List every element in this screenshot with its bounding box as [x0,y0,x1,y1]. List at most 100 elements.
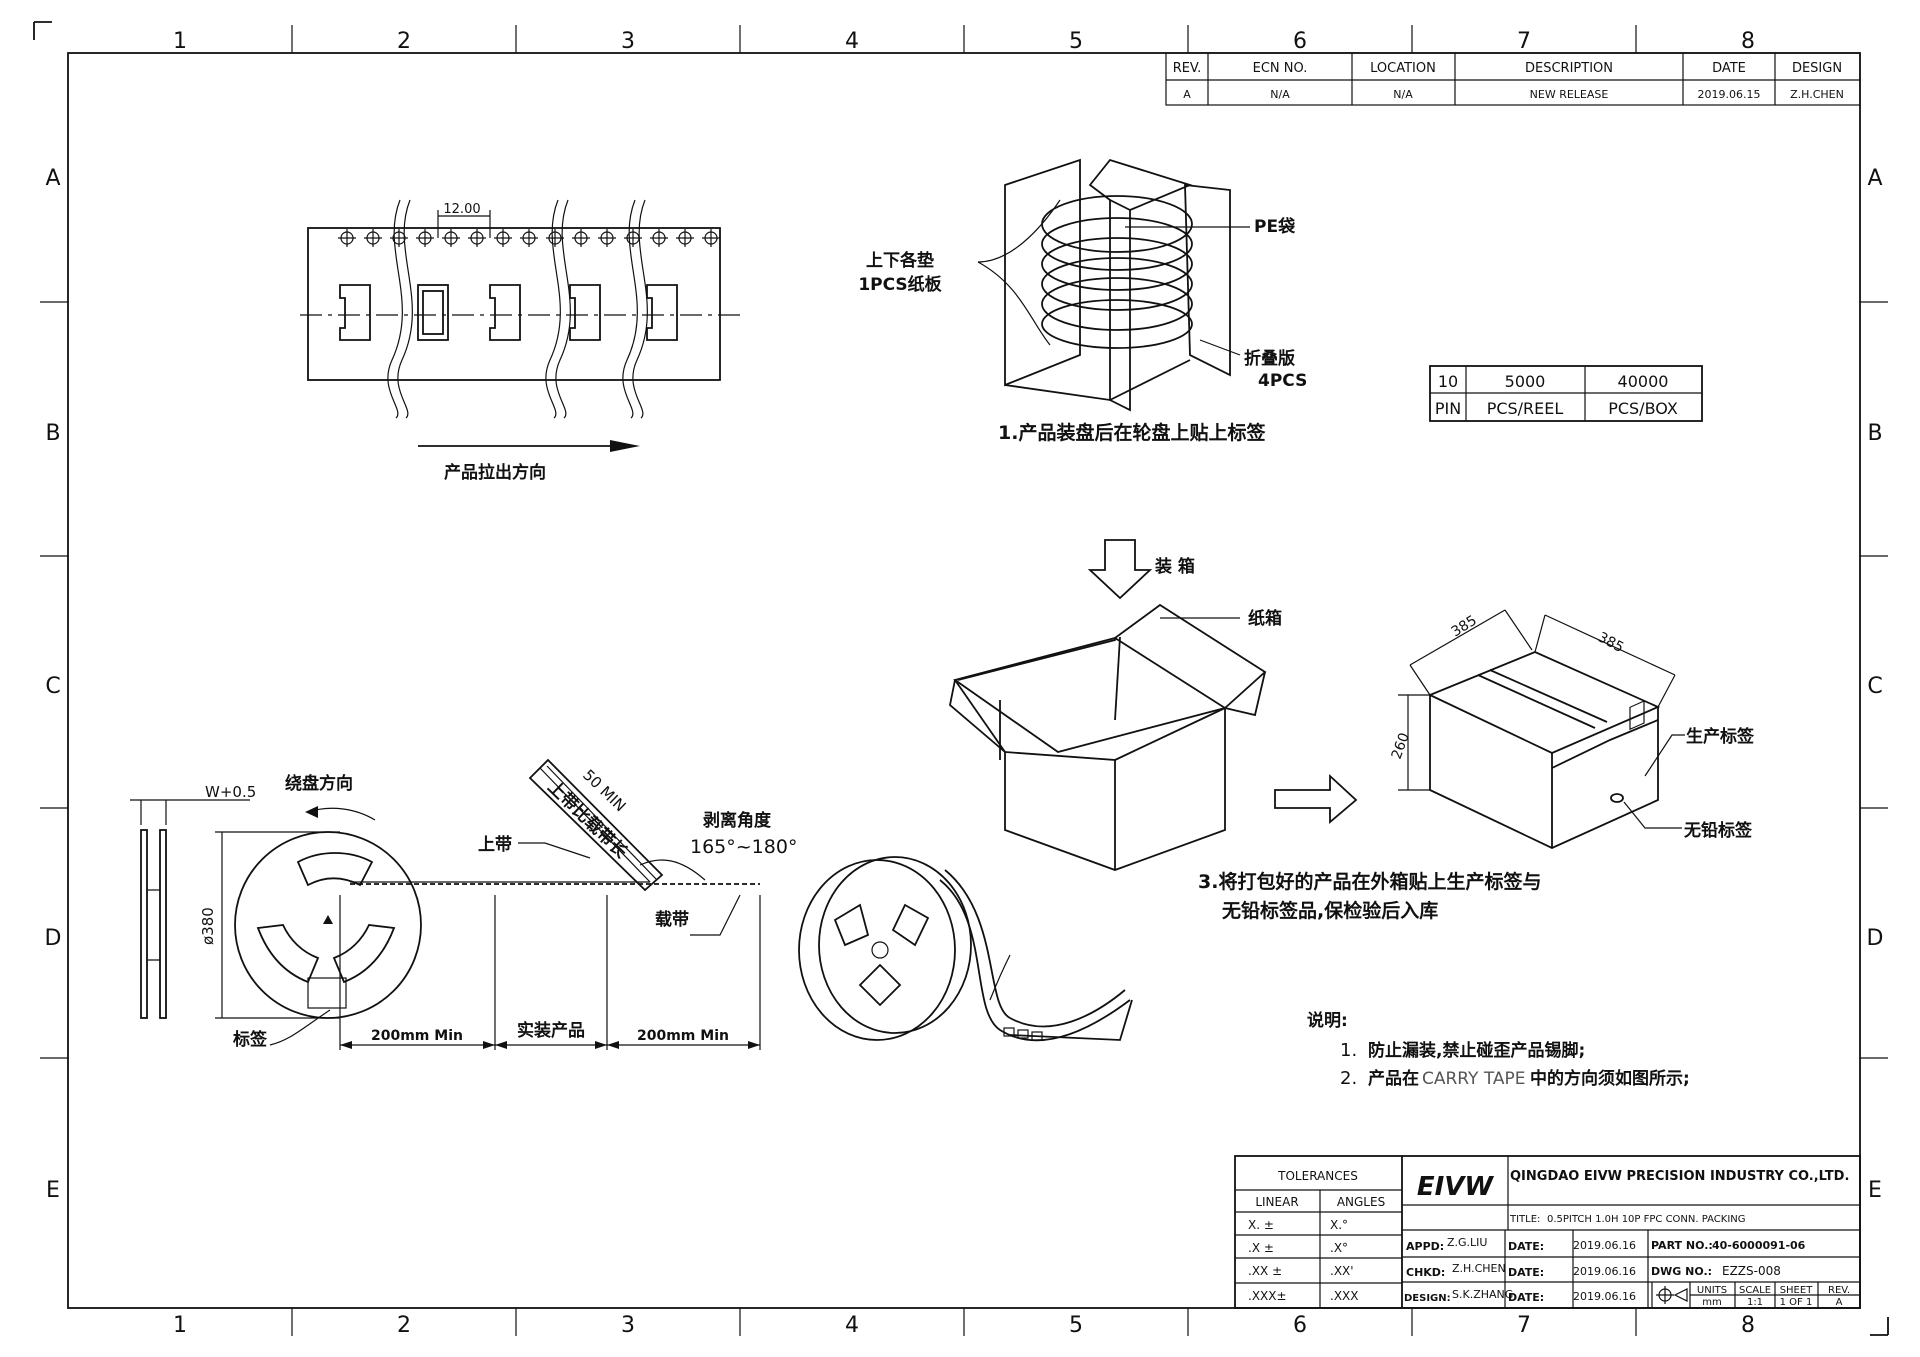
reel-front-view: 标签 ø380 绕盘方向 上带比载带长 50 MIN 剥离角度 165°~180… [199,758,797,1050]
col-label: 1 [173,29,187,54]
row-label: E [1868,1178,1882,1203]
part-no-label: PART NO.: [1651,1239,1713,1252]
cover-tape-label: 上带 [478,834,512,855]
carton-label: 纸箱 [1248,608,1282,629]
location-value: N/A [1393,88,1413,101]
drawing-frame [33,21,1889,1336]
production-label: 生产标签 [1686,726,1755,747]
units-heading: UNITS [1697,1285,1727,1296]
col-label: 7 [1517,1313,1531,1338]
step1-text: 1.产品装盘后在轮盘上贴上标签 [998,421,1266,444]
col-label: 4 [845,29,859,54]
col-label: 5 [1069,29,1083,54]
carrier-tape-label: 载带 [655,909,689,930]
closed-carton: 385 385 260 生产标签 无铅标签 3.将打包好的产品在外箱贴上生产标签… [1198,609,1755,922]
note2-carry-tape: CARRY TAPE [1422,1069,1526,1089]
row-label: D [1867,926,1884,951]
dwg-no-label: DWG NO.: [1651,1265,1712,1278]
date-value: 2019.06.15 [1698,88,1761,101]
pin-unit: PIN [1435,399,1461,418]
process-arrow [1274,773,1358,824]
pe-bag-label: PE袋 [1254,216,1296,237]
col-label: 6 [1293,29,1307,54]
carrier-tape-view: 12.00 产品拉出方向 [300,199,740,483]
col-label: 8 [1741,29,1755,54]
description-header: DESCRIPTION [1525,61,1613,76]
revision-block: REV. ECN NO. LOCATION DESCRIPTION DATE D… [1165,52,1861,106]
rev-heading: REV. [1828,1285,1850,1296]
design-label: DESIGN: [1404,1293,1451,1304]
row-label: E [46,1178,60,1203]
note2-text-c: 中的方向须如图所示; [1530,1068,1690,1089]
frame-labels: 1 2 3 4 5 6 7 8 1 2 3 4 5 6 7 8 A B C D … [45,29,1884,1338]
row-label: A [1867,166,1882,191]
note2-text-a: 产品在 [1368,1068,1419,1089]
reel-diameter: ø380 [199,907,217,945]
carton-dim-depth: 385 [1595,629,1626,656]
scale-value: 1:1 [1747,1297,1763,1308]
col-label: 5 [1069,1313,1083,1338]
company-logo: EIVW [1417,1172,1495,1202]
ecn-value: N/A [1270,88,1290,101]
note2-number: 2. [1340,1068,1357,1089]
step3-line1: 3.将打包好的产品在外箱贴上生产标签与 [1198,870,1541,893]
design-header: DESIGN [1792,61,1842,76]
carton-dim-width: 385 [1449,613,1480,641]
row-label: B [45,421,60,446]
rev-header: REV. [1173,61,1202,76]
fold-board-label: 折叠版 [1244,348,1295,369]
carton-dim-height: 260 [1389,731,1413,762]
linear-heading: LINEAR [1255,1195,1298,1209]
design-date: 2019.06.16 [1573,1290,1636,1303]
date-label: DATE: [1508,1240,1544,1253]
row-label: C [1867,674,1882,699]
tol-angle: X.° [1330,1218,1348,1232]
notes-heading: 说明: [1307,1010,1348,1031]
location-header: LOCATION [1370,61,1436,76]
tol-angle: .XXX [1330,1289,1358,1303]
part-no: 40-6000091-06 [1712,1239,1806,1252]
description-value: NEW RELEASE [1530,88,1609,101]
step3-line2: 无铅标签品,保检验后入库 [1222,899,1438,922]
ecn-header: ECN NO. [1253,61,1308,76]
peel-angle-range: 165°~180° [690,836,797,858]
rev-value: A [1183,88,1191,101]
tolerances-heading: TOLERANCES [1277,1169,1358,1183]
tol-linear: X. ± [1248,1218,1274,1232]
date-label: DATE: [1508,1266,1544,1279]
lead-length-2: 200mm Min [637,1028,729,1044]
col-label: 7 [1517,29,1531,54]
reel-box-view: 上下各垫 1PCS纸板 PE袋 折叠版 4PCS 1.产品装盘后在轮盘上贴上标签 [858,158,1307,444]
pad-label-line1: 上下各垫 [866,250,934,271]
pcs-per-reel: 5000 [1505,372,1546,391]
drawing-title: 0.5PITCH 1.0H 10P FPC CONN. PACKING [1547,1214,1746,1225]
row-label: B [1867,421,1882,446]
tol-angle: .XX' [1330,1264,1354,1278]
col-label: 6 [1293,1313,1307,1338]
design-value: Z.H.CHEN [1790,88,1844,101]
row-label: A [45,166,60,191]
date-header: DATE [1712,61,1746,76]
pitch-dimension: 12.00 [443,202,480,217]
reel-isometric [798,856,1133,1042]
col-label: 1 [173,1313,187,1338]
row-label: C [45,674,60,699]
appd-date: 2019.06.16 [1573,1239,1636,1252]
col-label: 2 [397,1313,411,1338]
col-label: 3 [621,29,635,54]
title-block: TOLERANCES LINEAR ANGLES X. ± X.° .X ± .… [1234,1155,1861,1309]
lead-length-1: 200mm Min [371,1028,463,1044]
tol-angle: .X° [1330,1241,1348,1255]
peel-angle-label: 剥离角度 [703,810,772,831]
lead-free-label: 无铅标签 [1683,820,1753,841]
appd-label: APPD: [1406,1240,1444,1253]
open-carton: 装 箱 纸箱 [949,539,1282,871]
col-label: 2 [397,29,411,54]
date-label: DATE: [1508,1291,1544,1304]
appd-name: Z.G.LIU [1447,1236,1487,1249]
note1-number: 1. [1340,1040,1357,1061]
rev-value: A [1836,1297,1843,1308]
box-unit: PCS/BOX [1608,399,1678,418]
scale-heading: SCALE [1739,1285,1771,1296]
